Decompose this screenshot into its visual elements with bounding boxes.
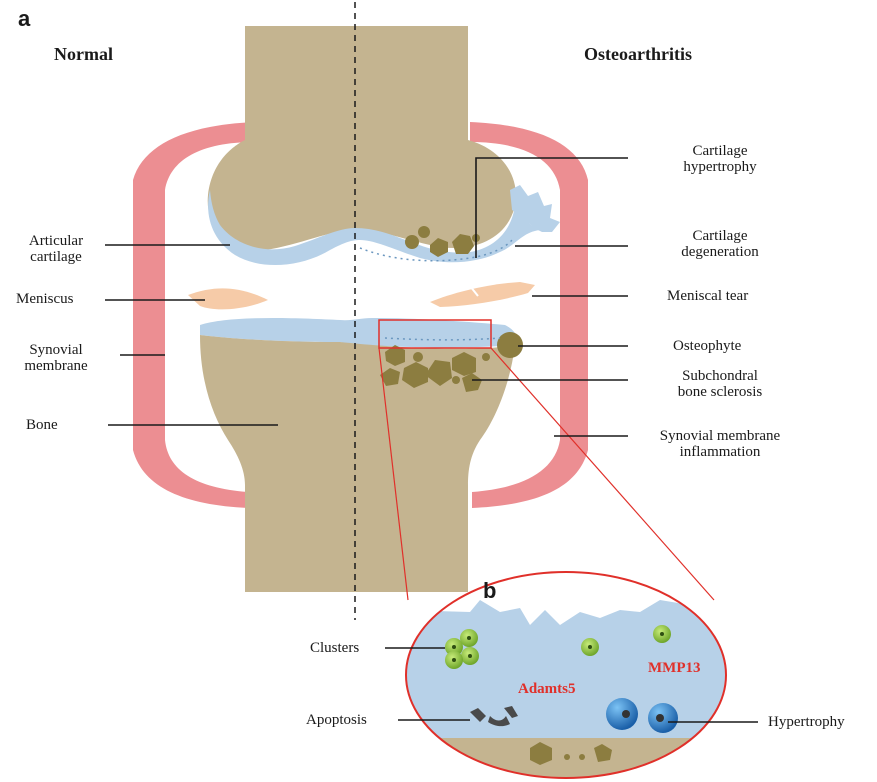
label-mmp13: MMP13: [648, 660, 700, 676]
label-apoptosis: Apoptosis: [306, 712, 367, 728]
label-adamts5: Adamts5: [518, 681, 576, 697]
osteophyte: [497, 332, 523, 358]
meniscus-right-torn: [430, 282, 535, 307]
label-meniscus: Meniscus: [16, 291, 74, 307]
label-meniscal-tear: Meniscal tear: [667, 288, 748, 304]
panel-label-b: b: [483, 578, 496, 604]
label-osteophyte: Osteophyte: [673, 338, 741, 354]
upper-bone: [208, 26, 516, 250]
title-normal: Normal: [54, 46, 113, 62]
meniscus-left: [188, 288, 268, 309]
title-osteoarthritis: Osteoarthritis: [584, 46, 692, 62]
panel-label-a: a: [18, 6, 30, 32]
label-hypertrophy: Hypertrophy: [768, 714, 845, 730]
inset-cartilage-zoom: [400, 570, 740, 782]
label-clusters: Clusters: [310, 640, 359, 656]
label-bone: Bone: [26, 417, 58, 433]
